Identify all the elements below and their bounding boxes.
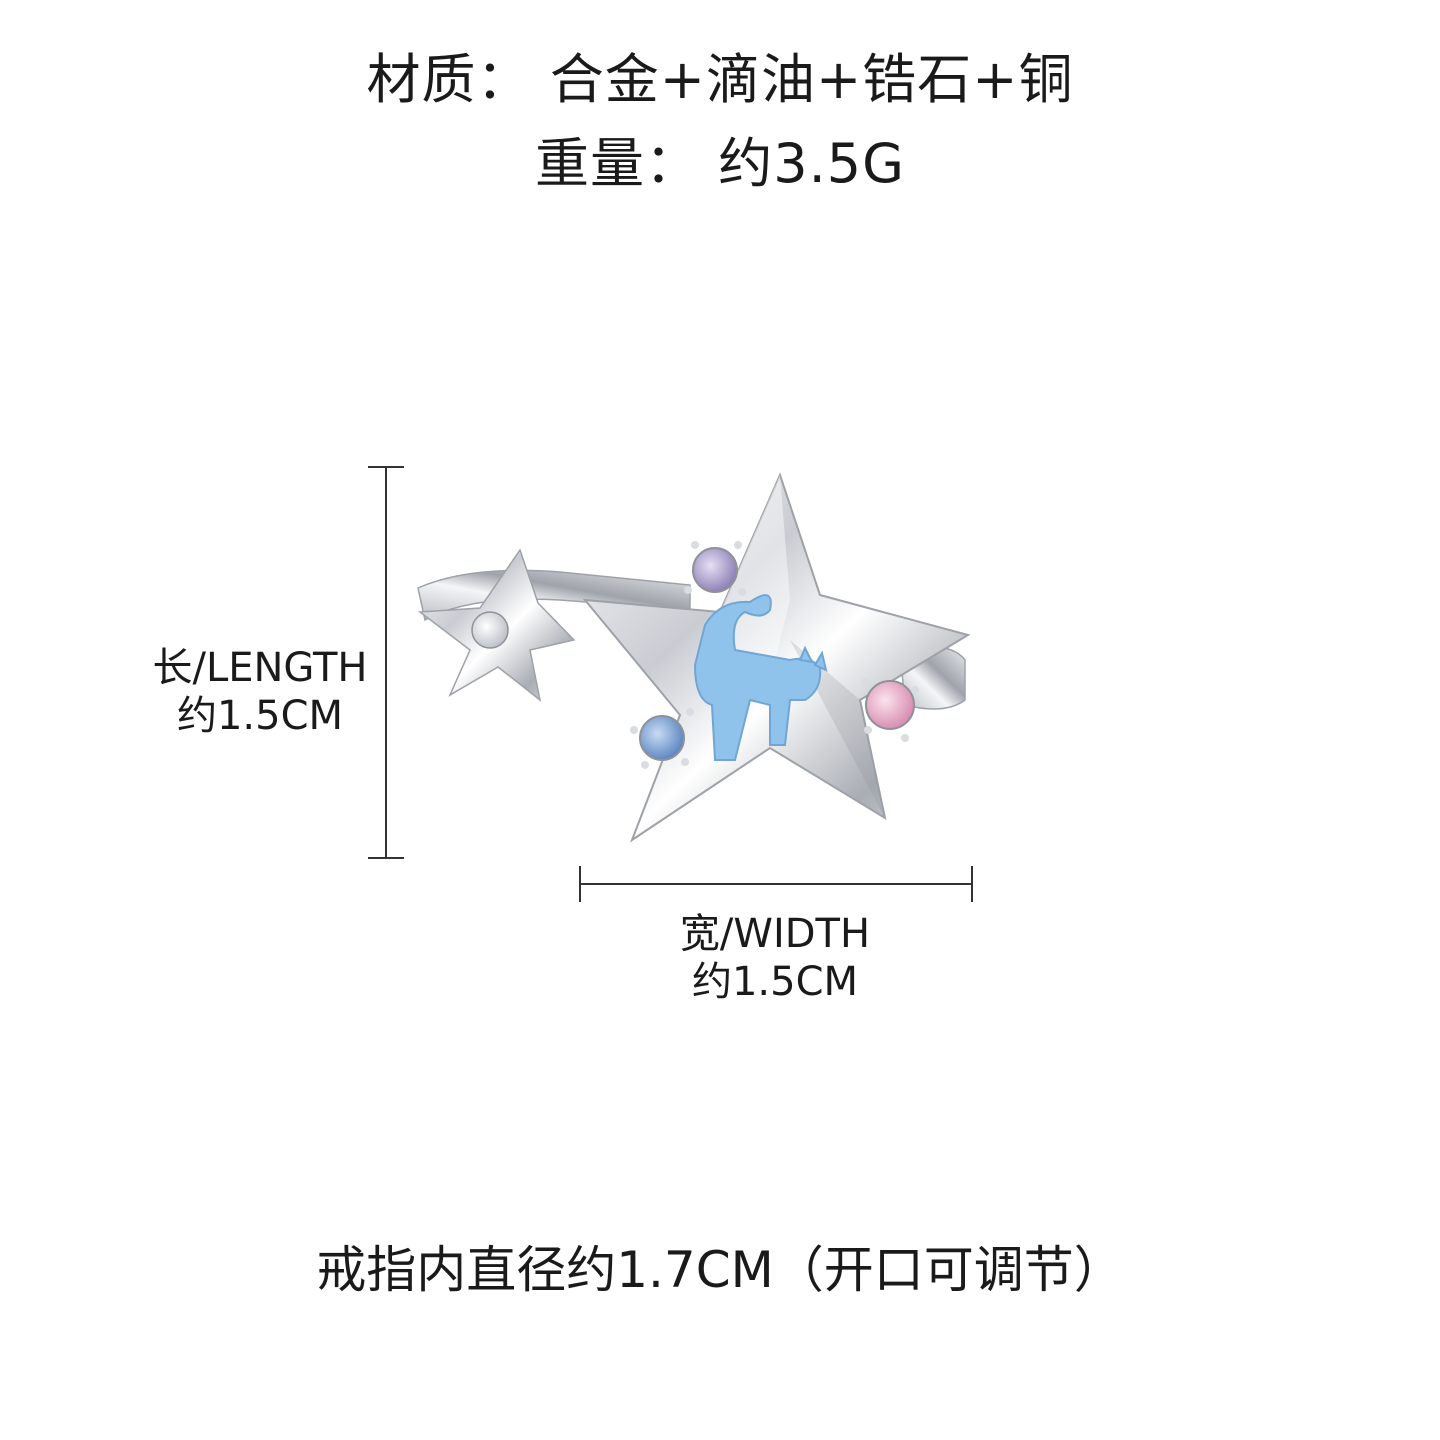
- violet-gem-setting: [684, 541, 746, 596]
- length-dimension-bar: [368, 466, 404, 859]
- inner-diameter-note: 戒指内直径约1.7CM（开口可调节）: [316, 1241, 1124, 1299]
- enamel-cat: [693, 594, 828, 761]
- width-dimension-bar: [579, 866, 973, 902]
- ring-band: [417, 569, 691, 622]
- weight-spec: 重量： 约3.5G: [535, 132, 905, 195]
- length-label: 长/LENGTH 约1.5CM: [140, 644, 380, 740]
- blue-gem-setting: [630, 708, 694, 769]
- width-title: 宽/WIDTH: [679, 911, 871, 957]
- length-value: 约1.5CM: [176, 693, 344, 739]
- pink-gem-setting: [861, 678, 919, 742]
- material-spec: 材质： 合金+滴油+锆石+铜: [366, 48, 1074, 111]
- width-label: 宽/WIDTH 约1.5CM: [655, 910, 895, 1006]
- length-title: 长/LENGTH: [152, 645, 368, 691]
- clear-gem: [471, 611, 509, 649]
- width-value: 约1.5CM: [691, 959, 859, 1005]
- small-star: [417, 548, 576, 702]
